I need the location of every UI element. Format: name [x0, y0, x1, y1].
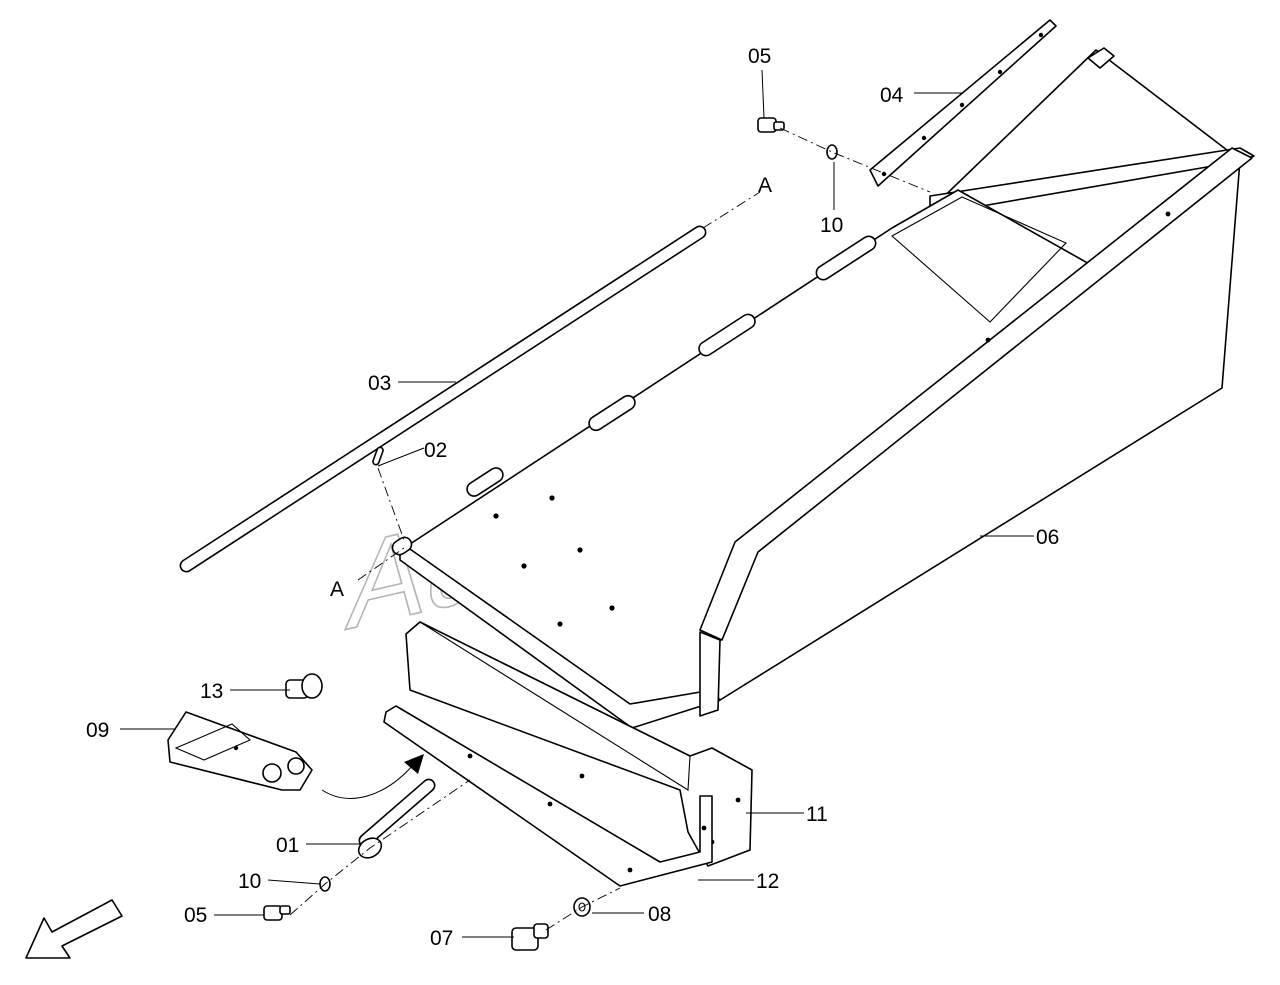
label-part-05-top: 05 [748, 45, 771, 68]
label-part-05-bottom: 05 [184, 904, 207, 927]
part-13-stud [285, 673, 323, 699]
assembly-center-lines [289, 127, 931, 931]
label-part-06: 06 [1036, 526, 1059, 549]
assembly-arrow [321, 754, 424, 799]
part-12-bracket [383, 705, 713, 887]
part-05-bolt-top [757, 117, 785, 133]
label-part-02: 02 [424, 439, 447, 462]
label-part-04: 04 [880, 84, 904, 107]
label-part-01: 01 [276, 834, 299, 857]
part-03-rod [179, 225, 707, 573]
label-section-a-bottom: A [330, 578, 344, 601]
label-part-12: 12 [756, 870, 779, 893]
label-part-08: 08 [648, 903, 671, 926]
part-02-pin [372, 446, 384, 466]
part-04-strip [869, 19, 1057, 187]
label-part-11: 11 [806, 803, 828, 826]
part-06-chute [391, 47, 1255, 729]
label-section-a-top: A [758, 174, 772, 197]
label-part-10-bottom: 10 [238, 870, 261, 893]
part-07-bolt [511, 923, 549, 951]
part-05-bolt-bottom [263, 905, 291, 921]
label-part-03: 03 [368, 372, 391, 395]
label-part-07: 07 [430, 927, 453, 950]
label-part-09: 09 [86, 719, 109, 742]
part-01-pin [357, 778, 436, 859]
label-part-10-top: 10 [820, 214, 843, 237]
hinge-tubes [391, 235, 877, 556]
leader-lines [120, 69, 1034, 938]
arrow-down-left-icon [25, 899, 123, 959]
label-part-13: 13 [200, 680, 223, 703]
part-10-washer-top [826, 144, 838, 160]
part-09-latch [167, 711, 313, 791]
